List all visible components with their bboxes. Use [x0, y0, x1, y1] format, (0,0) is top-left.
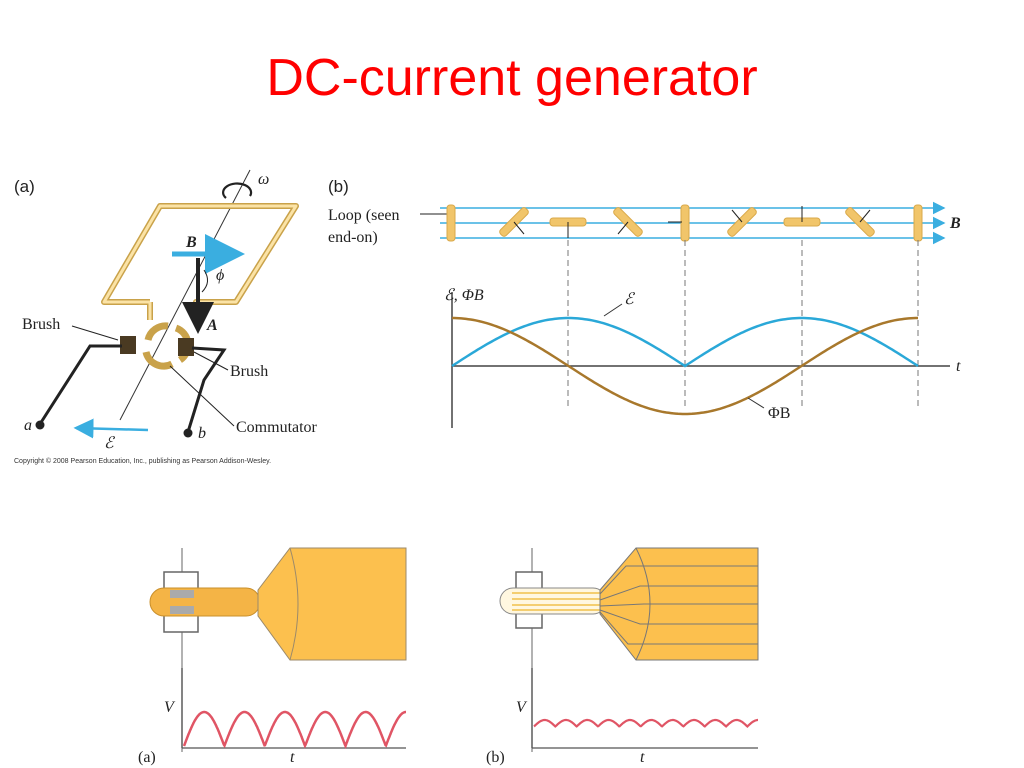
emf-arrow	[73, 418, 149, 439]
brush-right	[178, 338, 194, 356]
wire-a	[38, 344, 122, 425]
emf-label: ℰ	[104, 435, 116, 452]
brush-left-leader	[71, 325, 119, 341]
commutator-ring-left	[144, 322, 169, 342]
terminal-a-dot	[35, 420, 45, 430]
br-panel-label: (b)	[486, 749, 505, 766]
bottom-left-figure: V t (a)	[138, 547, 407, 766]
loop-8	[913, 204, 923, 242]
loop-label-line1: Loop (seen	[328, 207, 400, 224]
bl-shaft	[149, 587, 261, 617]
bottom-right-figure: V t (b)	[486, 547, 759, 766]
br-t-label: t	[640, 749, 645, 766]
commutator-label: Commutator	[236, 419, 318, 436]
terminal-b-label: b	[198, 425, 206, 442]
bl-armature-edge	[289, 547, 299, 661]
loop-0	[446, 204, 456, 242]
time-markers	[567, 240, 919, 408]
figure-a: (a) ω B A ϕ a b ℰ Brush	[14, 169, 318, 465]
omega-arrow-icon	[222, 182, 253, 199]
bl-armature	[257, 547, 407, 661]
brush-left-label: Brush	[22, 316, 60, 333]
loop-4	[680, 204, 690, 242]
page-title: DC-current generator	[266, 49, 758, 107]
rotation-axis	[119, 169, 251, 421]
figure-a-panel-label: (a)	[14, 177, 35, 196]
bl-commutator-top	[170, 590, 194, 598]
br-v-label: V	[516, 699, 528, 716]
bl-v-label: V	[164, 699, 176, 716]
brush-left	[120, 336, 136, 354]
flux-curve	[452, 316, 918, 416]
bl-commutator-bottom	[170, 606, 194, 614]
flux-curve-label: ΦB	[768, 405, 790, 422]
omega-label: ω	[258, 171, 269, 188]
terminal-a-label: a	[24, 417, 32, 434]
bl-t-label: t	[290, 749, 295, 766]
figure-b-panel-label: (b)	[328, 177, 349, 196]
emf-curve-leader	[603, 303, 623, 317]
bl-rectified-wave	[182, 710, 406, 749]
commutator-ring-bottom	[142, 350, 174, 370]
br-shaft-stripes	[512, 592, 604, 611]
figure-b: (b) Loop (seen end-on) B	[328, 177, 961, 428]
normal-arrows	[513, 206, 871, 238]
phi-label: ϕ	[216, 267, 224, 284]
flux-curve-leader	[747, 397, 765, 409]
emf-curve	[451, 316, 919, 368]
terminal-b-dot	[183, 428, 193, 438]
bl-panel-label: (a)	[138, 749, 156, 766]
br-armature-segments	[599, 547, 758, 661]
chart-axis-label: ℰ, ΦB	[444, 287, 484, 304]
commutator-leader	[169, 365, 235, 427]
brush-right-label: Brush	[230, 363, 268, 380]
time-axis-label: t	[956, 358, 961, 375]
loop-label-line2: end-on)	[328, 229, 378, 246]
copyright-text: Copyright © 2008 Pearson Education, Inc.…	[14, 457, 271, 465]
b-field-label: B	[949, 215, 961, 232]
wire-b	[186, 346, 227, 433]
emf-curve-label: ℰ	[624, 291, 636, 308]
brush-right-leader	[193, 351, 229, 371]
a-vector-label: A	[206, 317, 218, 334]
br-ripple-wave	[533, 718, 758, 729]
b-vector-label: B	[185, 234, 197, 251]
phi-angle-arc	[201, 269, 208, 293]
